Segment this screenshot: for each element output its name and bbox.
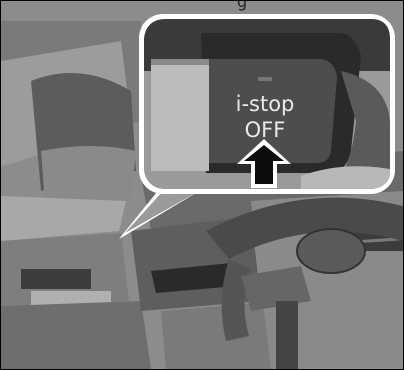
steering-hub: [297, 229, 365, 273]
adjacent-panel: [151, 59, 209, 171]
adjacent-panel-edge: [151, 59, 209, 65]
button-label-line2: OFF: [245, 118, 286, 142]
lower-slot: [21, 269, 91, 289]
indicator-light: [258, 77, 272, 81]
footwell-left: [1, 301, 151, 369]
button-label-line1: i-stop: [236, 92, 295, 116]
clipped-header-fragment: g: [237, 0, 247, 11]
steering-column: [276, 301, 298, 369]
